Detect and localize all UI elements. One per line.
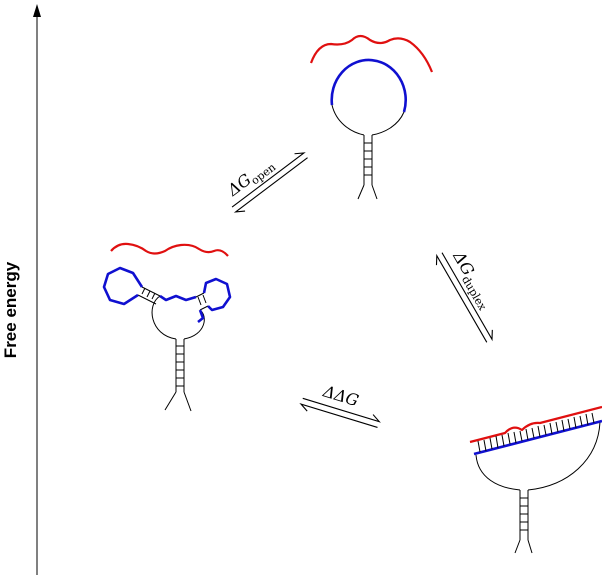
probe-strand-free-top xyxy=(309,34,434,73)
transition-duplex: ΔGduplex xyxy=(435,247,493,343)
probe-strand-bound xyxy=(469,405,602,444)
equilibrium-arrows-ddg xyxy=(299,397,381,428)
open-loop-black-right xyxy=(371,111,405,136)
equilibrium-arrows-open xyxy=(231,152,308,213)
multiloop-blue-segment xyxy=(159,294,197,302)
free-energy-axis: Free energy xyxy=(1,4,41,575)
duplex-stem-rungs xyxy=(520,497,528,531)
transition-ddg: ΔΔG xyxy=(299,381,381,428)
left-hairpin-loop xyxy=(102,266,144,306)
right-arm-strand-a xyxy=(195,292,205,298)
duplex-bowl xyxy=(475,454,521,491)
main-stem-rungs xyxy=(176,345,184,387)
multiloop xyxy=(151,295,177,340)
left-arm-rungs xyxy=(141,287,156,300)
open-stem-rungs xyxy=(364,142,372,176)
right-hairpin-loop xyxy=(202,277,232,312)
state-duplex xyxy=(469,405,602,554)
duplex-tail-right xyxy=(527,539,533,554)
state-open xyxy=(309,34,434,200)
axis-arrowhead xyxy=(33,4,41,17)
duplex-tail-left xyxy=(514,539,521,554)
right-arm-rungs xyxy=(197,294,207,306)
duplex-bowl-right xyxy=(527,421,601,491)
right-hairpin-tail xyxy=(197,309,205,324)
probe-strand-free xyxy=(110,242,229,257)
stem-tail-right xyxy=(183,391,192,412)
duplex-rungs xyxy=(477,412,595,453)
left-arm-strand-b xyxy=(137,294,157,305)
right-arm-strand-b xyxy=(199,305,209,311)
open-loop-blue xyxy=(330,58,407,113)
open-loop-black xyxy=(331,104,365,136)
open-tail-right xyxy=(371,184,378,200)
transition-open: ΔGopen xyxy=(223,152,308,213)
equilibrium-arrows-duplex xyxy=(435,252,493,343)
state-folded xyxy=(102,242,232,412)
axis-label: Free energy xyxy=(1,261,20,358)
target-strand-bound xyxy=(473,419,602,456)
stem-tail-left xyxy=(164,391,177,411)
open-tail-left xyxy=(357,184,365,200)
